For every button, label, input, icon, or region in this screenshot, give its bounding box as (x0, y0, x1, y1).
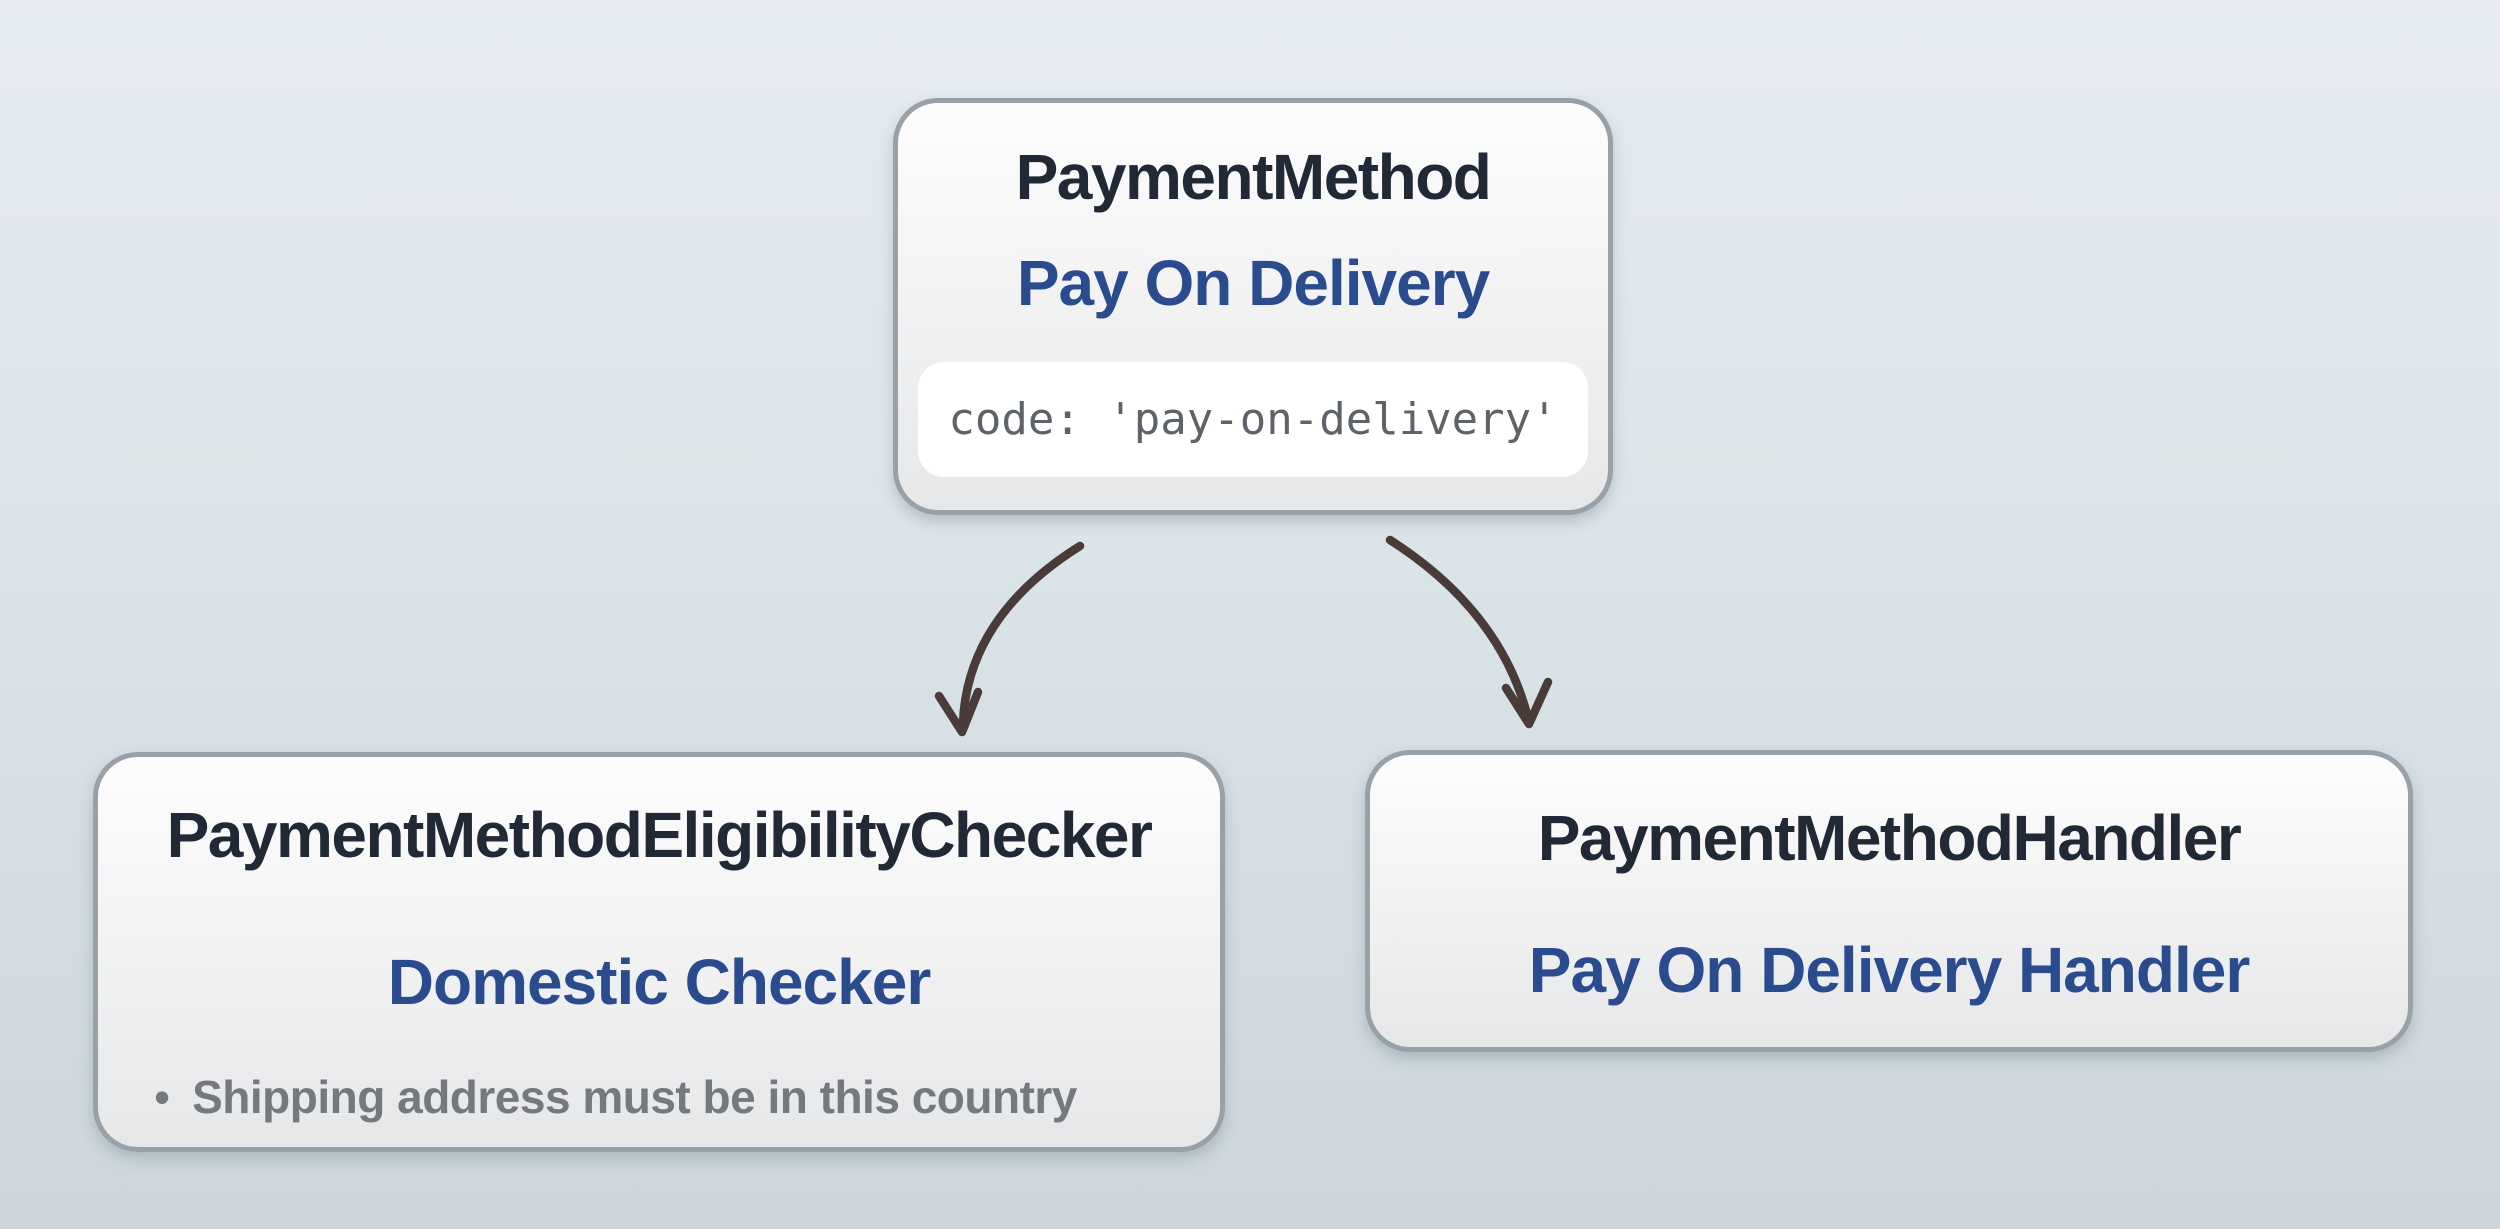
payment-method-title: PaymentMethod (1015, 141, 1492, 213)
arrowhead-icon (934, 687, 983, 737)
node-handler: PaymentMethodHandler Pay On Delivery Han… (1365, 750, 2413, 1052)
node-payment-method: PaymentMethod Pay On Delivery code: 'pay… (893, 98, 1613, 515)
arrow-to-handler (1385, 535, 1553, 729)
handler-title: PaymentMethodHandler (1537, 802, 2242, 874)
eligibility-rule-item: • Shipping address must be in this count… (98, 1072, 1220, 1122)
payment-method-code-chip: code: 'pay-on-delivery' (918, 362, 1588, 477)
eligibility-rule-text: Shipping address must be in this country (192, 1071, 1077, 1123)
payment-method-subtitle: Pay On Delivery (1016, 247, 1490, 319)
handler-subtitle: Pay On Delivery Handler (1528, 934, 2250, 1006)
arrow-shaft (958, 541, 1085, 727)
payment-method-code: code: 'pay-on-delivery' (948, 394, 1558, 445)
eligibility-checker-subtitle: Domestic Checker (387, 946, 931, 1018)
eligibility-checker-title: PaymentMethodEligibilityChecker (166, 799, 1153, 871)
arrow-to-eligibility-checker (934, 541, 1085, 737)
node-eligibility-checker: PaymentMethodEligibilityChecker Domestic… (93, 752, 1225, 1152)
arrow-shaft (1385, 535, 1533, 723)
bullet-icon: • (154, 1071, 171, 1123)
arrowhead-icon (1501, 677, 1553, 729)
